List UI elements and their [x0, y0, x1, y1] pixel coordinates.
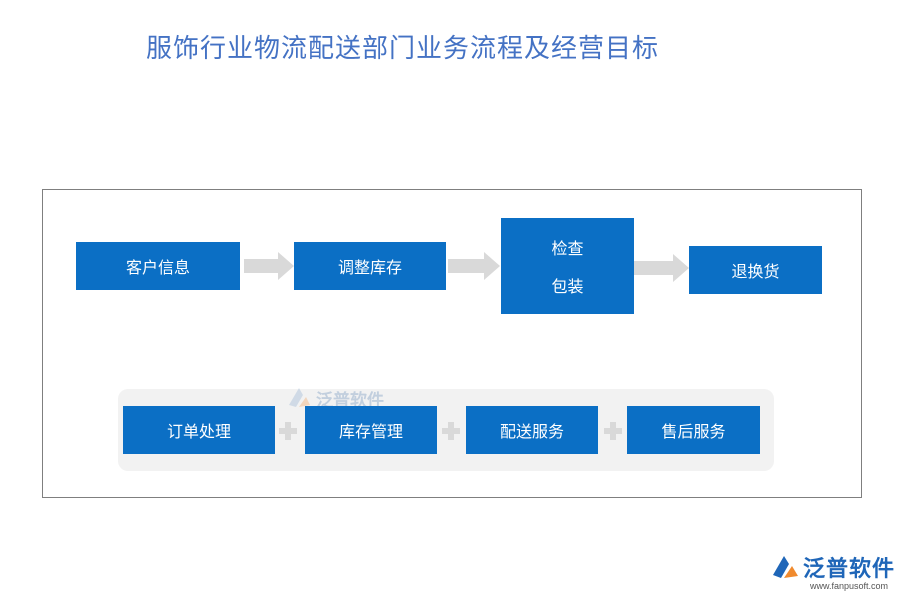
plus-icon	[279, 422, 297, 440]
flow-step-inspect-pack: 检查 包装	[501, 218, 634, 314]
plus-icon	[442, 422, 460, 440]
flow-step-label-inspect: 检查	[551, 239, 584, 258]
brand-url: www.fanpusoft.com	[810, 581, 889, 591]
flow-step-label: 调整库存	[337, 258, 402, 277]
service-delivery: 配送服务	[466, 406, 598, 454]
service-label: 售后服务	[661, 422, 726, 441]
page-title: 服饰行业物流配送部门业务流程及经营目标	[146, 34, 660, 64]
flow-arrow-3	[634, 254, 689, 282]
flow-arrow-1	[244, 252, 294, 280]
service-after-sales: 售后服务	[627, 406, 760, 454]
watermark-logo-icon	[289, 388, 310, 407]
brand-name: 泛普软件	[803, 557, 896, 582]
watermark-corner: 泛普软件 www.fanpusoft.com	[770, 551, 895, 591]
flow-arrow-2	[448, 252, 500, 280]
flow-step-customer-info: 客户信息	[76, 242, 240, 290]
service-label: 库存管理	[338, 422, 403, 441]
watermark-center: 泛普软件	[286, 385, 384, 411]
diagram-frame	[42, 189, 862, 498]
service-inventory-management: 库存管理	[305, 406, 437, 454]
flow-step-label: 客户信息	[125, 258, 190, 277]
plus-icon	[604, 422, 622, 440]
flow-step-adjust-inventory: 调整库存	[294, 242, 446, 290]
flow-step-label-pack: 包装	[551, 277, 584, 296]
brand-logo-icon	[773, 556, 798, 578]
service-order-processing: 订单处理	[123, 406, 275, 454]
flow-step-label: 退换货	[731, 262, 780, 281]
service-label: 配送服务	[499, 422, 564, 441]
service-label: 订单处理	[166, 422, 231, 441]
watermark-brand-text: 泛普软件	[316, 390, 384, 411]
flow-step-returns: 退换货	[689, 246, 822, 294]
